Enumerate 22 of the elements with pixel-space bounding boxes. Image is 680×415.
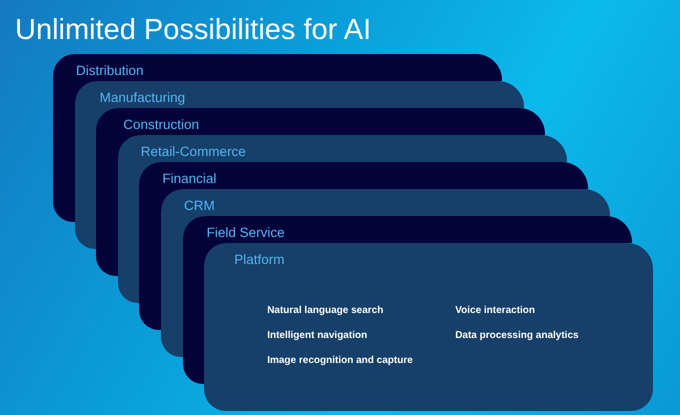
card-title: Distribution	[76, 63, 144, 78]
category-card	[74, 81, 524, 108]
card-title: Financial	[162, 171, 216, 186]
feature-label: Voice interaction	[455, 305, 536, 316]
feature-label: Natural language search	[267, 305, 384, 316]
card-title: Platform	[234, 252, 284, 267]
card-title: CRM	[184, 198, 215, 213]
category-card	[96, 108, 546, 135]
slide-title: Unlimited Possibilities for AI	[15, 14, 372, 47]
category-card	[204, 243, 654, 411]
feature-label: Intelligent navigation	[267, 330, 368, 341]
feature-label: Image recognition and capture	[267, 355, 413, 366]
category-card	[118, 135, 567, 162]
card-title: Construction	[123, 117, 199, 132]
category-card	[53, 54, 502, 81]
category-card	[139, 162, 588, 189]
card-title: Retail-Commerce	[140, 144, 246, 159]
category-card	[161, 189, 610, 216]
feature-label: Data processing analytics	[455, 330, 579, 341]
category-card	[182, 216, 632, 243]
card-title: Manufacturing	[100, 90, 186, 105]
card-title: Field Service	[206, 225, 285, 240]
